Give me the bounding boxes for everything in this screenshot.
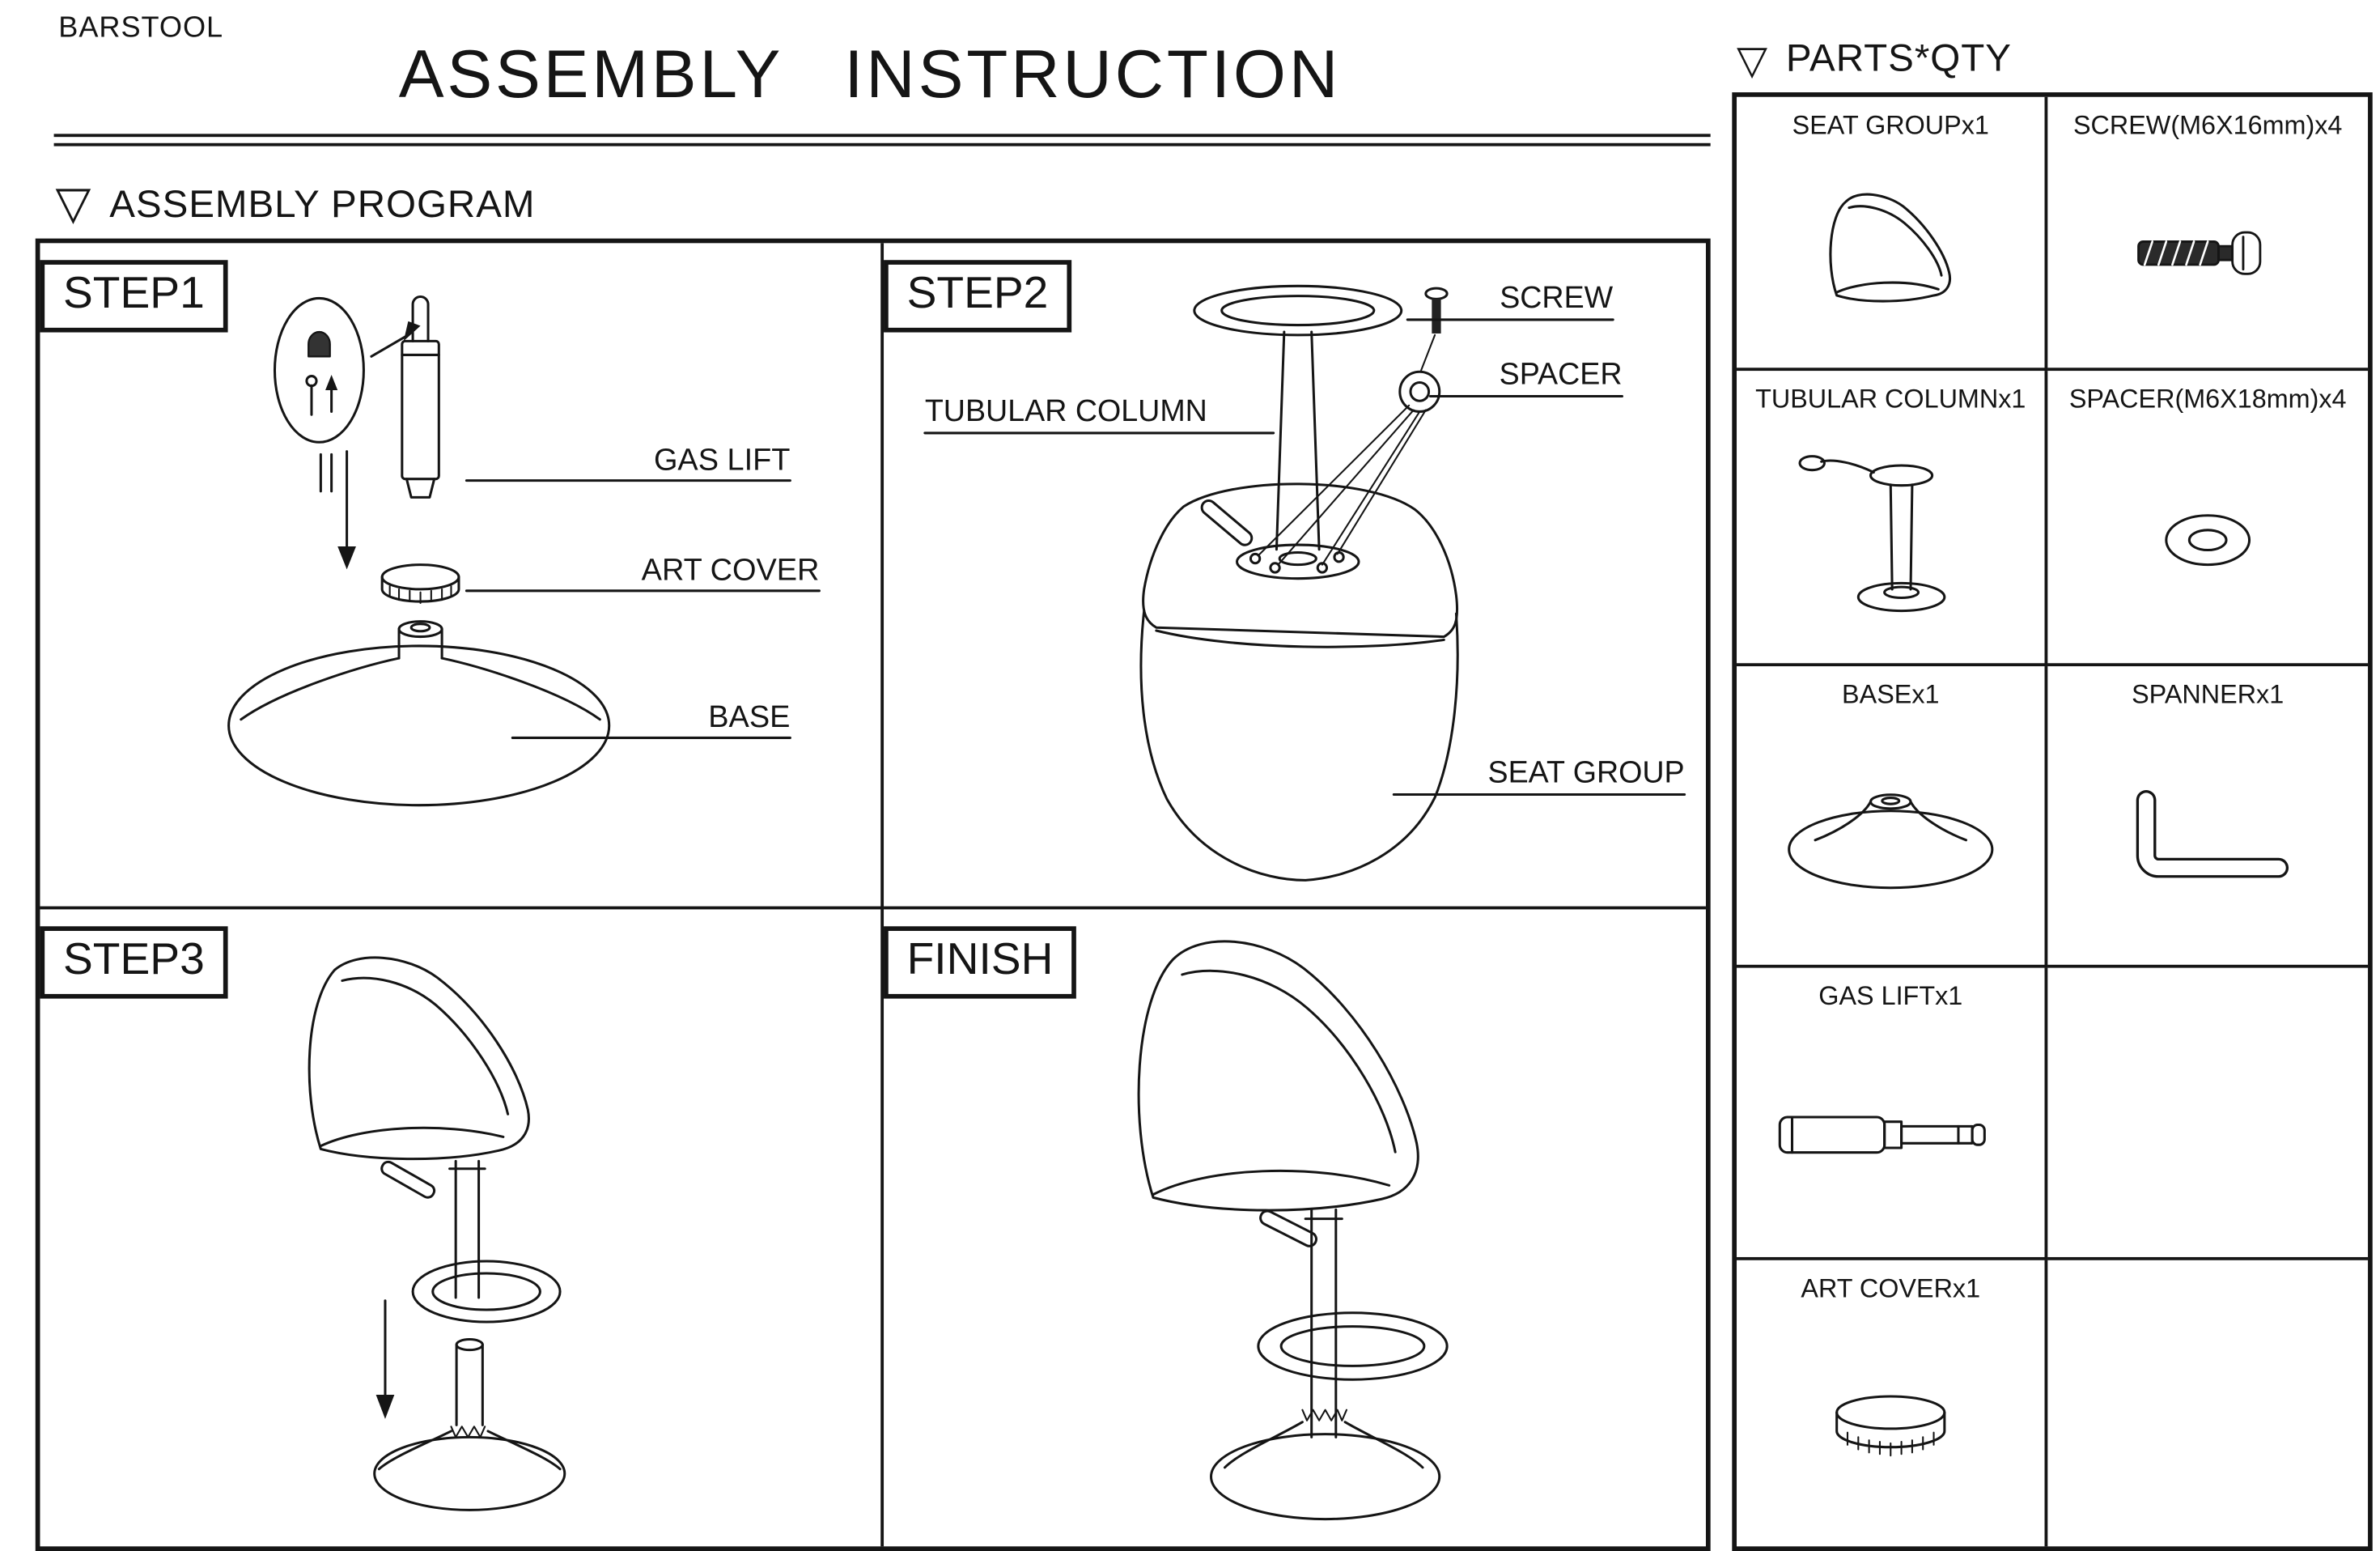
spacer-icon	[2165, 513, 2251, 566]
triangle-icon: ▽	[1737, 36, 1768, 83]
base-drawing	[1210, 1433, 1441, 1521]
part-cell-spacer: SPACER(M6X18mm)x4	[2047, 371, 2369, 667]
step1-diagram: GAS LIFT ART COVER BASE	[227, 295, 821, 807]
part-name: SPANNERx1	[2132, 680, 2285, 710]
spacer-drawing	[1398, 370, 1441, 413]
screw-drawing	[1424, 287, 1449, 300]
part-cell-art-cover: ART COVERx1	[1737, 1260, 2048, 1547]
parts-table: SEAT GROUPx1 SCREW(M6X16mm)x4	[1732, 92, 2373, 1551]
seat-group-drawing	[1142, 482, 1459, 639]
parts-qty-label: PARTS*QTY	[1785, 36, 2012, 80]
step3-label: STEP3	[40, 926, 228, 999]
gas-lift-icon	[1778, 1115, 1986, 1154]
step2-diagram: SCREW SPACER TUBULAR COLUMN SEAT GROUP	[923, 280, 1686, 882]
part-cell-base: BASEx1	[1737, 666, 2048, 968]
part-name: SEAT GROUPx1	[1792, 110, 1989, 140]
finish-label: FINISH	[884, 926, 1076, 999]
part-cell-empty-2	[2047, 1260, 2368, 1547]
footring-drawing	[1257, 1311, 1449, 1381]
part-name: TUBULAR COLUMNx1	[1755, 385, 2026, 414]
part-name: SPACER(M6X18mm)x4	[2068, 385, 2347, 414]
art-cover-drawing	[380, 563, 460, 591]
seat-group-label: SEAT GROUP	[1487, 754, 1684, 788]
down-arrow-icon	[337, 546, 356, 570]
step1-panel: STEP1	[40, 243, 885, 910]
spanner-icon	[2136, 789, 2289, 877]
screw-icon	[2137, 230, 2262, 274]
part-cell-tubular-column: TUBULAR COLUMNx1	[1737, 371, 2048, 667]
spacer-label: SPACER	[1500, 356, 1623, 390]
part-cell-seat-group: SEAT GROUPx1	[1737, 96, 2048, 372]
mount-plate-drawing	[1236, 543, 1360, 580]
down-arrow-icon	[375, 1394, 395, 1419]
art-cover-label: ART COVER	[642, 554, 820, 588]
assembly-program-heading: ▽ ASSEMBLY PROGRAM	[55, 181, 535, 227]
part-cell-screw: SCREW(M6X16mm)x4	[2047, 97, 2369, 372]
lever-drawing	[1200, 499, 1254, 546]
title-double-rule	[53, 134, 1711, 147]
part-cell-empty-1	[2047, 968, 2369, 1260]
art-cover-icon	[1835, 1394, 1946, 1456]
footring-top-drawing	[1193, 284, 1403, 337]
seat-drawing	[308, 956, 530, 1161]
step3-panel: STEP3	[40, 909, 885, 1547]
gas-lift-rod	[411, 295, 430, 342]
part-cell-gas-lift: GAS LIFTx1	[1737, 967, 2048, 1260]
step2-label: STEP2	[884, 260, 1071, 333]
part-name: GAS LIFTx1	[1818, 981, 1963, 1011]
lever-drawing	[1259, 1209, 1318, 1247]
seat-drawing	[1137, 940, 1419, 1212]
lever-drawing	[380, 1160, 436, 1199]
page-title: ASSEMBLY INSTRUCTION	[398, 36, 1342, 113]
gas-lift-body	[401, 339, 440, 481]
triangle-icon: ▽	[55, 178, 91, 230]
step3-diagram	[308, 956, 566, 1511]
base-drawing	[373, 1435, 566, 1511]
step2-panel: STEP2	[884, 243, 1706, 910]
gas-lift-label: GAS LIFT	[654, 443, 790, 477]
detail-pin-icon	[308, 331, 331, 358]
tubular-column-label: TUBULAR COLUMN	[925, 393, 1207, 427]
step1-label: STEP1	[40, 260, 228, 333]
part-cell-spanner: SPANNERx1	[2047, 666, 2369, 968]
parts-qty-heading: ▽ PARTS*QTY	[1737, 37, 2012, 82]
base-drawing	[227, 644, 611, 807]
seat-group-icon	[1829, 192, 1951, 302]
assembly-program-label: ASSEMBLY PROGRAM	[109, 182, 536, 226]
base-icon	[1788, 792, 1994, 889]
screw-label: SCREW	[1500, 280, 1613, 314]
brand-title: BARSTOOL	[58, 12, 224, 45]
assembly-program-box: STEP1	[35, 238, 1711, 1551]
base-label: BASE	[708, 700, 790, 734]
tubular-column-icon	[1798, 454, 1946, 612]
part-name: ART COVERx1	[1801, 1273, 1981, 1303]
part-name: SCREW(M6X16mm)x4	[2072, 110, 2343, 140]
part-name: BASEx1	[1842, 680, 1940, 710]
tubular-column-drawing	[1275, 330, 1286, 551]
finish-panel: FINISH	[884, 909, 1706, 1546]
footring-drawing	[411, 1260, 562, 1324]
finish-diagram	[1137, 940, 1449, 1521]
